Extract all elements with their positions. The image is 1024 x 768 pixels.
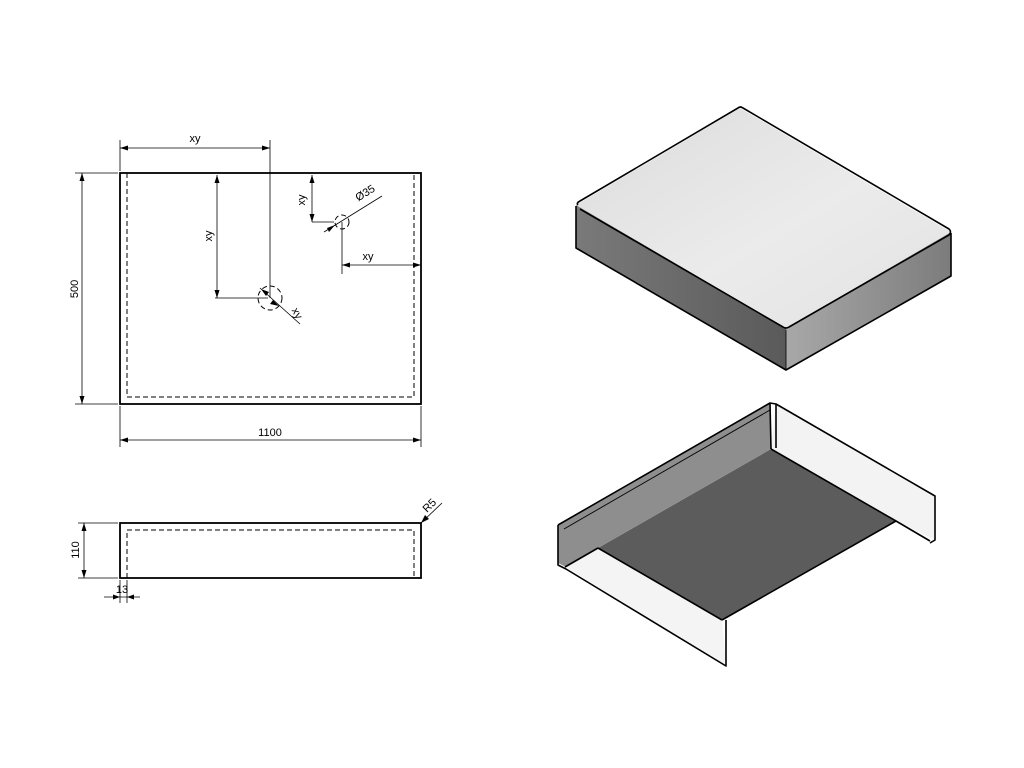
top-view-hidden-edge bbox=[126, 173, 415, 398]
tap-hole: xy xy Ø35 bbox=[296, 175, 421, 274]
width-label: 1100 bbox=[258, 427, 282, 439]
top-view: 1100 500 xy xy bbox=[69, 133, 422, 447]
solid-front-face bbox=[576, 205, 786, 370]
tray-floor bbox=[598, 449, 896, 620]
side-view-hidden-edge bbox=[126, 529, 415, 578]
drain-hole-y-label: xy bbox=[203, 230, 215, 242]
side-view-outline bbox=[119, 522, 422, 579]
drain-hole-diameter-label: xy bbox=[289, 306, 305, 322]
thickness-label: 13 bbox=[116, 584, 128, 596]
tap-hole-y-label: xy bbox=[296, 194, 308, 206]
side-view: 110 13 R5 bbox=[70, 497, 443, 603]
radius-label: R5 bbox=[421, 497, 439, 515]
tap-hole-x-label: xy bbox=[363, 251, 375, 263]
radius-callout: R5 bbox=[421, 497, 443, 524]
width-dimension: 1100 bbox=[119, 406, 422, 447]
top-view-outline bbox=[119, 172, 422, 405]
tray-front-lip bbox=[566, 548, 726, 666]
thickness-dimension: 13 bbox=[104, 580, 140, 603]
depth-dimension: 500 bbox=[69, 172, 118, 405]
tray-right-wall bbox=[771, 404, 935, 540]
isometric-solid-view bbox=[575, 106, 952, 371]
drain-hole: xy xy xy bbox=[119, 133, 305, 325]
drain-hole-x-label: xy bbox=[190, 133, 202, 145]
solid-top-face bbox=[576, 108, 951, 328]
height-label: 110 bbox=[70, 541, 82, 559]
height-dimension: 110 bbox=[70, 522, 118, 579]
depth-label: 500 bbox=[69, 280, 81, 298]
tray-left-wall bbox=[558, 403, 771, 567]
solid-right-face bbox=[786, 232, 951, 370]
isometric-tray-view bbox=[557, 402, 936, 667]
